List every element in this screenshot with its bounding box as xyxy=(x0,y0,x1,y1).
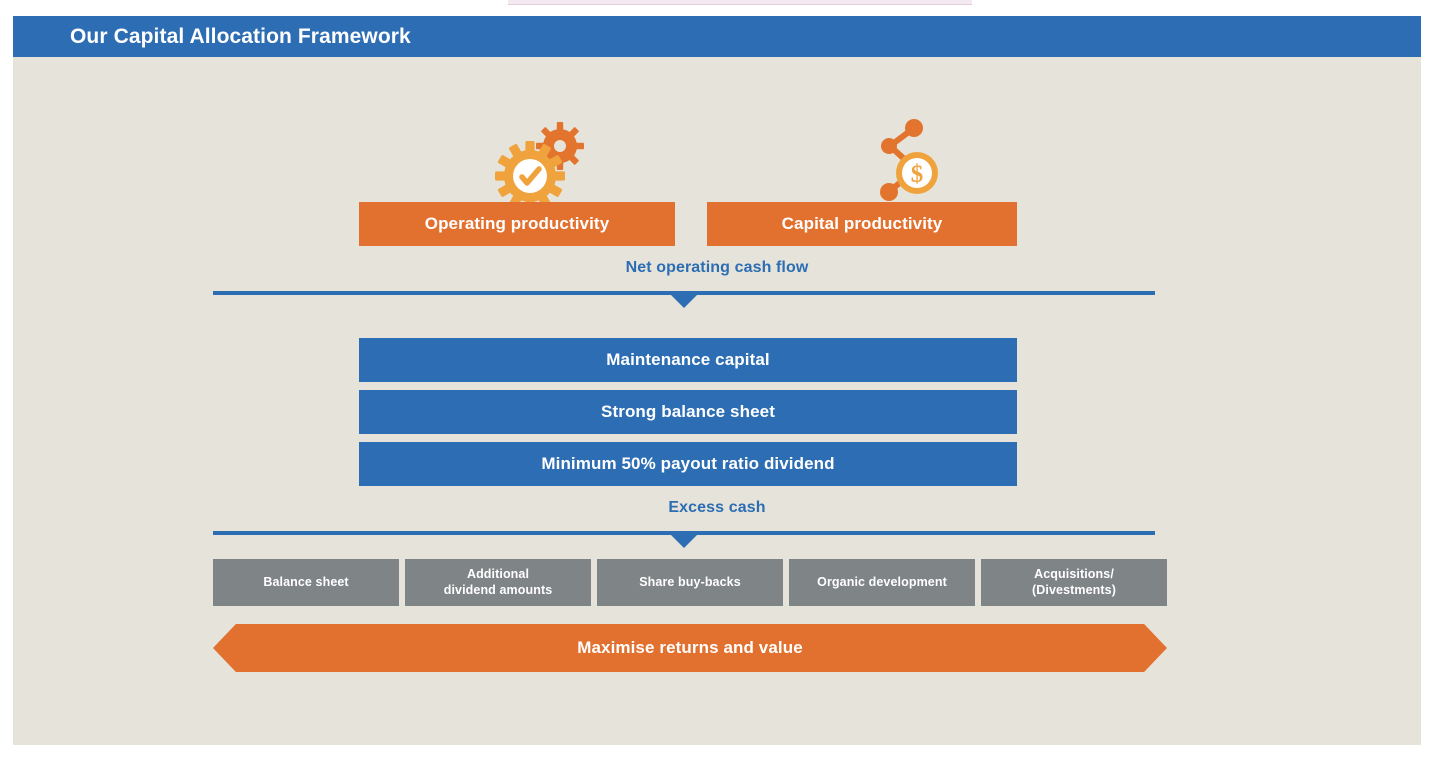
option-label-line1: Additional xyxy=(466,566,530,581)
flow-divider-line-2 xyxy=(213,531,1155,535)
option-label-line2: dividend amounts xyxy=(443,582,553,597)
flow-down-arrow-icon-1 xyxy=(671,295,697,308)
option-box-organic-development[interactable]: Organic development xyxy=(789,559,975,606)
flow-down-arrow-icon-2 xyxy=(671,535,697,548)
network-dollar-coin-icon: $ xyxy=(868,116,953,211)
flow-divider-line-1 xyxy=(213,291,1155,295)
svg-text:$: $ xyxy=(911,161,924,188)
page-top-cutoff-strip xyxy=(508,0,972,5)
priority-box-maintenance-capital[interactable]: Maintenance capital xyxy=(359,338,1017,382)
page-title: Our Capital Allocation Framework xyxy=(70,25,411,48)
outcome-banner-maximise-returns-and-value[interactable]: Maximise returns and value xyxy=(213,624,1167,672)
option-label-multiline: Acquisitions/(Divestments) xyxy=(1032,567,1116,598)
option-label-line1: Share buy-backs xyxy=(639,574,741,589)
option-label-line1: Balance sheet xyxy=(263,574,349,589)
source-box-capital-productivity[interactable]: Capital productivity xyxy=(707,202,1017,246)
flow-label-excess-cash: Excess cash xyxy=(668,499,766,516)
option-label-line1: Acquisitions/ xyxy=(1034,566,1114,581)
gears-check-icon xyxy=(494,121,599,211)
option-label-line2: (Divestments) xyxy=(1032,582,1116,597)
capital-allocation-panel: Our Capital Allocation Framework xyxy=(13,16,1421,745)
priority-box-minimum-payout-ratio-dividend[interactable]: Minimum 50% payout ratio dividend xyxy=(359,442,1017,486)
flow-label-net-operating-cash-flow: Net operating cash flow xyxy=(625,259,809,276)
priority-box-strong-balance-sheet[interactable]: Strong balance sheet xyxy=(359,390,1017,434)
option-label-line1: Organic development xyxy=(817,574,947,589)
option-box-balance-sheet[interactable]: Balance sheet xyxy=(213,559,399,606)
source-box-operating-productivity[interactable]: Operating productivity xyxy=(359,202,675,246)
panel-header-bar: Our Capital Allocation Framework xyxy=(13,16,1421,57)
option-box-acquisitions-divestments[interactable]: Acquisitions/(Divestments) xyxy=(981,559,1167,606)
option-box-share-buy-backs[interactable]: Share buy-backs xyxy=(597,559,783,606)
